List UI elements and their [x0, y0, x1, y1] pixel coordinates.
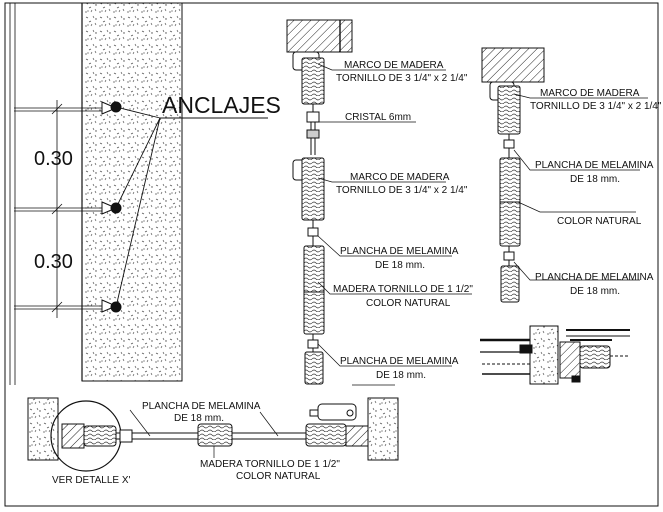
- anchors-title: ANCLAJES: [162, 92, 281, 118]
- elev-a-label-1: MARCO DE MADERA: [344, 60, 444, 71]
- elev-a-label-3: CRISTAL 6mm: [345, 112, 411, 123]
- elev-a-label-8: MADERA TORNILLO DE 1 1/2": [333, 284, 473, 295]
- elevation-b-leaders: [513, 93, 648, 281]
- elev-a-label-11: DE 18 mm.: [376, 370, 426, 381]
- elevation-a: [286, 19, 353, 385]
- detail-reference: VER DETALLE X': [52, 475, 131, 486]
- dimension-lower: 0.30: [34, 251, 73, 273]
- elev-a-label-4: MARCO DE MADERA: [350, 172, 450, 183]
- plan-leaders: [129, 409, 279, 458]
- concrete-wall: [81, 2, 183, 382]
- dimension-lines: [14, 100, 110, 318]
- elev-b-label-4: DE 18 mm.: [570, 174, 620, 185]
- elev-a-label-5: TORNILLO DE 3 1/4" x 2 1/4": [336, 185, 468, 196]
- elev-b-label-2: TORNILLO DE 3 1/4" x 2 1/4": [530, 101, 662, 112]
- elev-a-label-10: PLANCHA DE MELAMINA: [340, 356, 459, 367]
- anchor-wall-detail: 0.30 0.30 ANCLAJES: [9, 2, 281, 385]
- elevation-a-leaders: [317, 63, 472, 386]
- elev-b-label-7: DE 18 mm.: [570, 286, 620, 297]
- elev-b-label-5: COLOR NATURAL: [557, 216, 642, 227]
- elev-a-label-9: COLOR NATURAL: [366, 298, 451, 309]
- elevation-b: [481, 47, 545, 303]
- plan-section: [27, 397, 399, 472]
- elev-a-label-6: PLANCHA DE MELAMINA: [340, 246, 459, 257]
- plan-label-4: COLOR NATURAL: [236, 471, 321, 482]
- elev-b-label-3: PLANCHA DE MELAMINA: [535, 160, 654, 171]
- dimension-upper: 0.30: [34, 148, 73, 170]
- plan-label-1: PLANCHA DE MELAMINA: [142, 401, 261, 412]
- leader-lines: [115, 106, 268, 308]
- sheet-border: [4, 2, 659, 507]
- small-section-detail: [480, 325, 630, 385]
- elev-a-label-2: TORNILLO DE 3 1/4" x 2 1/4": [336, 73, 468, 84]
- elev-a-label-7: DE 18 mm.: [375, 260, 425, 271]
- plan-label-2: DE 18 mm.: [174, 413, 224, 424]
- plan-label-3: MADERA TORNILLO DE 1 1/2": [200, 459, 340, 470]
- elev-b-label-6: PLANCHA DE MELAMINA: [535, 272, 654, 283]
- elev-b-label-1: MARCO DE MADERA: [540, 88, 640, 99]
